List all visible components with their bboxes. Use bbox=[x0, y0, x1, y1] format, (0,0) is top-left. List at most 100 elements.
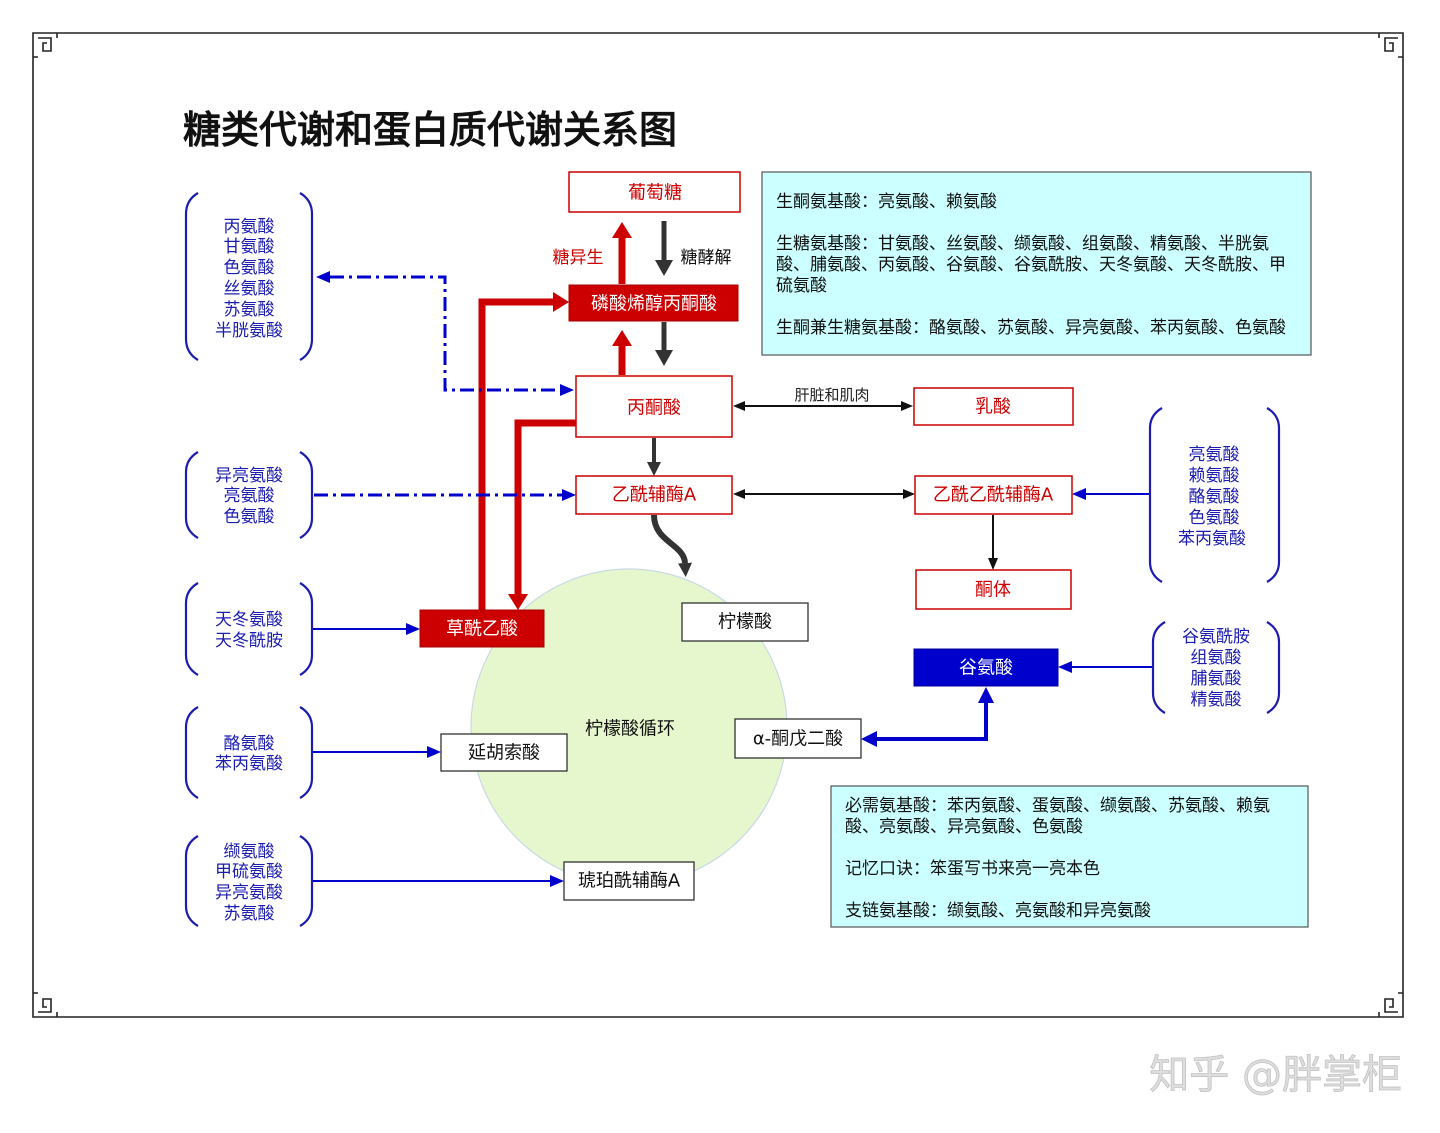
page-frame bbox=[32, 32, 1404, 1018]
corner-ornament-bottom-right bbox=[1378, 992, 1404, 1018]
info-line: 硫氨酸 bbox=[776, 276, 827, 296]
amino-acid-item: 组氨酸 bbox=[1191, 648, 1242, 668]
node-pep: 磷酸烯醇丙酮酸 bbox=[568, 284, 739, 322]
info-line: 支链氨基酸：缬氨酸、亮氨酸和异亮氨酸 bbox=[845, 901, 1151, 921]
corner-ornament-top-left bbox=[32, 32, 58, 58]
node-acetoacetyl-coa: 乙酰乙酰辅酶A bbox=[914, 475, 1073, 515]
arrow-glutamate-alpha-ketoglutarate bbox=[861, 687, 994, 747]
amino-acid-group-to-acetoacetyl-coa: 亮氨酸 赖氨酸 酪氨酸 色氨酸 苯丙氨酸 bbox=[1148, 407, 1281, 583]
node-glutamate: 谷氨酸 bbox=[913, 648, 1059, 687]
amino-acid-item: 脯氨酸 bbox=[1191, 669, 1242, 689]
arrows bbox=[312, 221, 1153, 887]
node-label: 草酰乙酸 bbox=[446, 619, 518, 640]
amino-acid-item: 异亮氨酸 bbox=[215, 883, 283, 903]
corner-ornament-bottom-left bbox=[32, 992, 58, 1018]
info-line: 生糖氨基酸：甘氨酸、丝氨酸、缬氨酸、组氨酸、精氨酸、半胱氨 bbox=[776, 234, 1269, 254]
amino-acid-group-to-glutamate: 谷氨酰胺 组氨酸 脯氨酸 精氨酸 bbox=[1151, 621, 1281, 714]
amino-acid-item: 精氨酸 bbox=[1191, 690, 1242, 710]
info-line: 生酮兼生糖氨基酸：酪氨酸、苏氨酸、异亮氨酸、苯丙氨酸、色氨酸 bbox=[776, 318, 1286, 338]
node-label: 柠檬酸 bbox=[718, 612, 772, 633]
label-liver-muscle: 肝脏和肌肉 bbox=[794, 386, 869, 404]
node-glucose: 葡萄糖 bbox=[568, 171, 741, 213]
node-label: 乳酸 bbox=[975, 397, 1011, 418]
bracket-right bbox=[299, 451, 314, 539]
bracket-right bbox=[1266, 621, 1281, 714]
node-label: 琥珀酰辅酶A bbox=[578, 871, 681, 892]
amino-acid-item: 色氨酸 bbox=[224, 507, 275, 527]
corner-ornament-top-right bbox=[1378, 32, 1404, 58]
bracket-right bbox=[299, 582, 314, 676]
amino-acid-item: 丙氨酸 bbox=[224, 217, 275, 237]
bracket-left bbox=[184, 451, 199, 539]
amino-acid-item: 亮氨酸 bbox=[224, 486, 275, 506]
bracket-right bbox=[299, 706, 314, 799]
node-label: 延胡索酸 bbox=[468, 743, 540, 764]
amino-acid-item: 甘氨酸 bbox=[224, 237, 275, 257]
bracket-left bbox=[184, 706, 199, 799]
node-lactate: 乳酸 bbox=[913, 387, 1074, 426]
amino-acid-item: 酪氨酸 bbox=[1189, 487, 1240, 507]
node-pyruvate: 丙酮酸 bbox=[575, 375, 733, 438]
amino-acid-item: 天冬酰胺 bbox=[215, 631, 283, 651]
info-box-top-background bbox=[761, 171, 1312, 356]
node-ketone-bodies: 酮体 bbox=[915, 569, 1072, 610]
node-label: 乙酰辅酶A bbox=[612, 485, 697, 506]
amino-acid-item: 苯丙氨酸 bbox=[1178, 529, 1246, 549]
node-label: 葡萄糖 bbox=[628, 183, 682, 204]
arrow-acetyl-coa-to-tca-cycle bbox=[651, 514, 692, 577]
node-label: 磷酸烯醇丙酮酸 bbox=[591, 294, 717, 315]
info-line: 必需氨基酸：苯丙氨酸、蛋氨酸、缬氨酸、苏氨酸、赖氨 bbox=[845, 796, 1270, 816]
amino-acid-item: 丝氨酸 bbox=[224, 279, 275, 299]
node-label: 丙酮酸 bbox=[627, 398, 681, 419]
amino-acid-group-to-acetyl-coa: 异亮氨酸 亮氨酸 色氨酸 bbox=[184, 451, 314, 539]
bracket-left bbox=[1151, 621, 1166, 714]
node-acetyl-coa: 乙酰辅酶A bbox=[575, 475, 733, 515]
amino-acid-item: 谷氨酰胺 bbox=[1182, 627, 1250, 647]
info-box-ketogenic-glucogenic: 生酮氨基酸：亮氨酸、赖氨酸 生糖氨基酸：甘氨酸、丝氨酸、缬氨酸、组氨酸、精氨酸、… bbox=[761, 171, 1312, 356]
bracket-right bbox=[1266, 407, 1281, 583]
amino-acid-item: 异亮氨酸 bbox=[215, 466, 283, 486]
arrow-pyruvate-to-oxaloacetate bbox=[508, 419, 577, 610]
diagram-title: 糖类代谢和蛋白质代谢关系图 bbox=[183, 108, 677, 152]
info-box-essential-amino-acids: 必需氨基酸：苯丙氨酸、蛋氨酸、缬氨酸、苏氨酸、赖氨 酸、亮氨酸、异亮氨酸、色氨酸… bbox=[830, 785, 1309, 928]
bracket-left bbox=[1148, 407, 1163, 583]
label-gluconeogenesis: 糖异生 bbox=[553, 248, 604, 268]
label-glycolysis: 糖酵解 bbox=[681, 248, 732, 268]
node-fumarate: 延胡索酸 bbox=[440, 733, 568, 772]
amino-acid-item: 苯丙氨酸 bbox=[215, 754, 283, 774]
bracket-left bbox=[184, 192, 199, 361]
amino-acid-group-to-fumarate: 酪氨酸 苯丙氨酸 bbox=[184, 706, 314, 799]
amino-acid-item: 苏氨酸 bbox=[224, 904, 275, 924]
amino-acid-item: 色氨酸 bbox=[1189, 508, 1240, 528]
amino-acid-item: 亮氨酸 bbox=[1189, 445, 1240, 465]
amino-acid-item: 苏氨酸 bbox=[224, 300, 275, 320]
amino-acid-group-to-oxaloacetate: 天冬氨酸 天冬酰胺 bbox=[184, 582, 314, 676]
amino-acid-item: 天冬氨酸 bbox=[215, 610, 283, 630]
tca-cycle-label: 柠檬酸循环 bbox=[585, 719, 675, 740]
info-line: 酸、脯氨酸、丙氨酸、谷氨酸、谷氨酰胺、天冬氨酸、天冬酰胺、甲 bbox=[776, 255, 1286, 275]
amino-acid-item: 缬氨酸 bbox=[224, 842, 275, 862]
amino-acid-item: 甲硫氨酸 bbox=[215, 862, 283, 882]
bracket-left bbox=[184, 835, 199, 927]
amino-acid-item: 色氨酸 bbox=[224, 258, 275, 278]
node-succinyl-coa: 琥珀酰辅酶A bbox=[563, 861, 695, 901]
tca-cycle: 柠檬酸循环 bbox=[470, 568, 788, 886]
node-citrate: 柠檬酸 bbox=[681, 602, 809, 642]
amino-acid-item: 赖氨酸 bbox=[1189, 466, 1240, 486]
watermark: 知乎 @胖掌柜 bbox=[1149, 1052, 1402, 1098]
info-line: 生酮氨基酸：亮氨酸、赖氨酸 bbox=[776, 192, 997, 212]
amino-acid-item: 酪氨酸 bbox=[224, 734, 275, 754]
node-label: α-酮戊二酸 bbox=[753, 729, 843, 750]
info-line: 酸、亮氨酸、异亮氨酸、色氨酸 bbox=[845, 817, 1083, 837]
amino-acid-group-to-succinyl-coa: 缬氨酸 甲硫氨酸 异亮氨酸 苏氨酸 bbox=[184, 835, 314, 927]
arrow-group-pyruvate bbox=[316, 271, 574, 396]
node-label: 谷氨酸 bbox=[959, 658, 1013, 679]
info-line: 记忆口诀：笨蛋写书来亮一亮本色 bbox=[845, 859, 1100, 879]
bracket-left bbox=[184, 582, 199, 676]
bracket-right bbox=[299, 835, 314, 927]
amino-acid-group-to-pyruvate: 丙氨酸 甘氨酸 色氨酸 丝氨酸 苏氨酸 半胱氨酸 bbox=[184, 192, 314, 361]
info-box-bottom-background bbox=[830, 785, 1309, 928]
bracket-right bbox=[299, 192, 314, 361]
amino-acid-item: 半胱氨酸 bbox=[215, 321, 283, 341]
